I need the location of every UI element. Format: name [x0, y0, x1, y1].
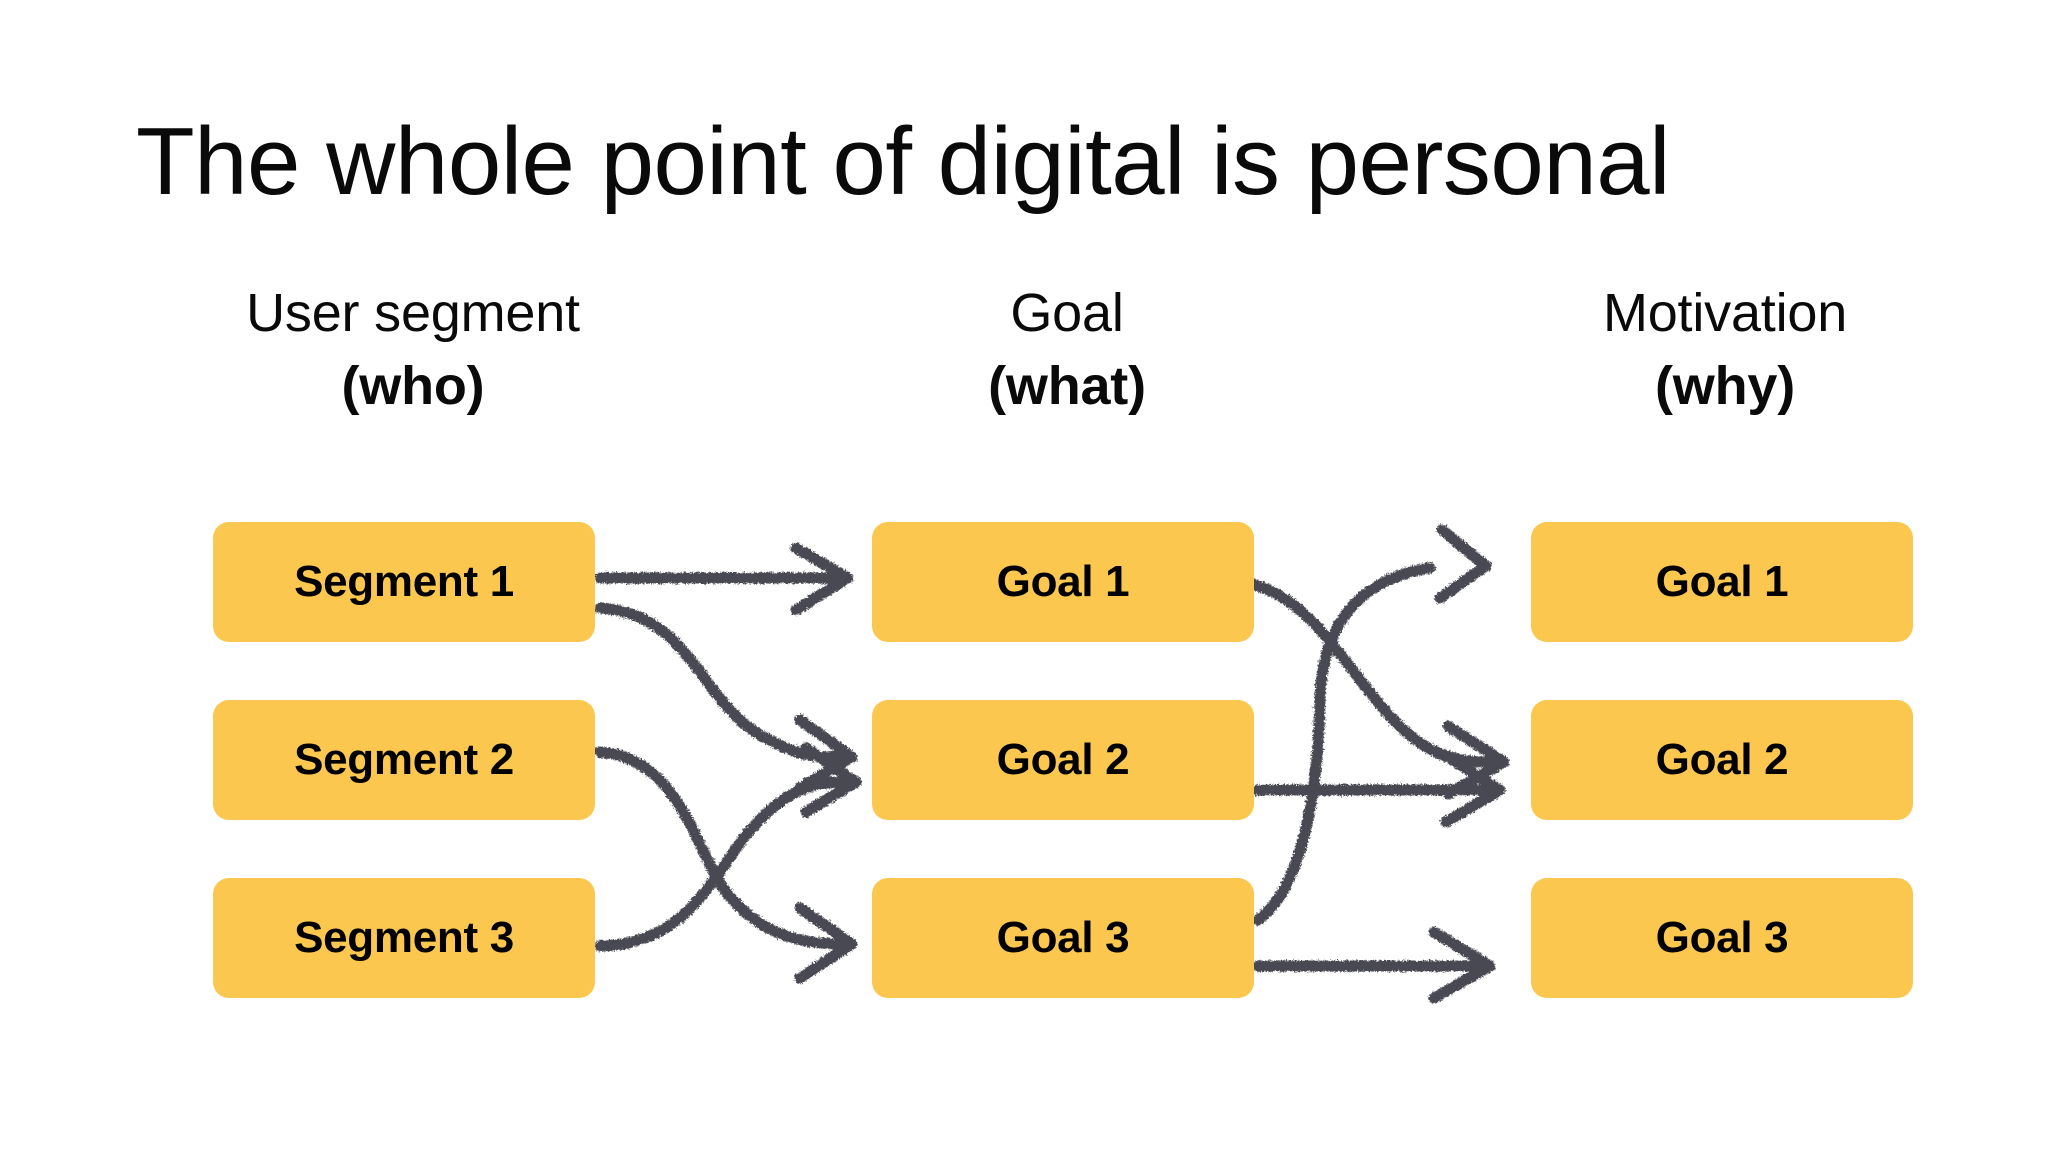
arrow-goal1-to-motivation2 [1234, 576, 1510, 800]
node-label: Goal 2 [996, 735, 1130, 784]
arrow-goal3-to-motivation3 [1252, 926, 1496, 1004]
column-header-paren: (why) [1655, 355, 1795, 416]
node-segment-2[interactable]: Segment 2 [213, 700, 595, 820]
arrow-segment1-to-goal1 [594, 542, 854, 616]
column-header-paren: (who) [341, 355, 485, 416]
node-label: Goal 3 [1655, 913, 1789, 962]
node-label: Goal 2 [1655, 735, 1789, 784]
node-label: Goal 1 [1655, 557, 1789, 606]
column-header-motivation: Motivation (why) [1515, 282, 1935, 419]
column-header-name: Motivation [1602, 283, 1848, 343]
arrow-goal2-to-motivation2 [1252, 750, 1506, 828]
page-title: The whole point of digital is personal [136, 108, 1670, 216]
column-header-paren: (what) [988, 355, 1146, 416]
column-header-name: Goal [1010, 283, 1124, 343]
node-label: Goal 1 [996, 557, 1130, 606]
arrow-segment2-to-goal3 [594, 746, 858, 984]
node-label: Segment 3 [294, 913, 514, 962]
column-header-name: User segment [246, 283, 580, 343]
node-motivation-3[interactable]: Goal 3 [1531, 878, 1913, 998]
node-motivation-1[interactable]: Goal 1 [1531, 522, 1913, 642]
arrow-goal3-to-motivation1 [1252, 524, 1492, 926]
column-header-user-segment: User segment (who) [203, 282, 623, 419]
node-label: Segment 1 [294, 557, 514, 606]
column-header-goal: Goal (what) [857, 282, 1277, 419]
arrow-segment3-to-goal2 [594, 742, 862, 952]
arrow-segment1-to-goal2 [594, 602, 858, 794]
node-goal-1[interactable]: Goal 1 [872, 522, 1254, 642]
node-goal-3[interactable]: Goal 3 [872, 878, 1254, 998]
node-label: Goal 3 [996, 913, 1130, 962]
node-label: Segment 2 [294, 735, 514, 784]
node-goal-2[interactable]: Goal 2 [872, 700, 1254, 820]
node-segment-3[interactable]: Segment 3 [213, 878, 595, 998]
node-motivation-2[interactable]: Goal 2 [1531, 700, 1913, 820]
node-segment-1[interactable]: Segment 1 [213, 522, 595, 642]
